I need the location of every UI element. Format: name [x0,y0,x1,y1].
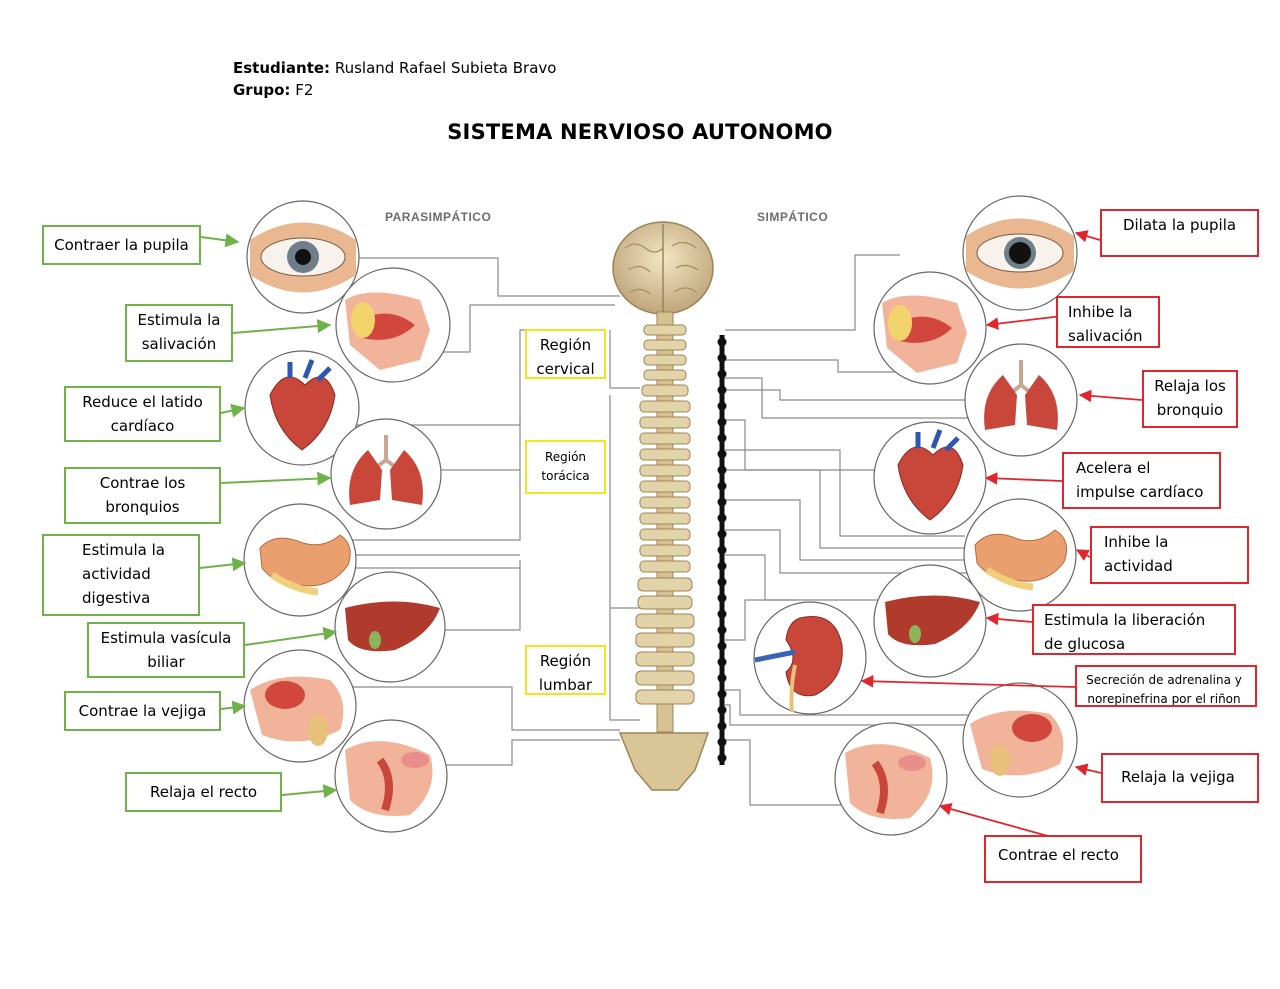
sympathetic-chain [717,335,727,765]
student-line: Estudiante: Rusland Rafael Subieta Bravo [233,59,556,77]
spine-icon [618,311,710,791]
liver-icon-parasympathetic [334,571,446,683]
student-name: Rusland Rafael Subieta Bravo [334,59,557,77]
label-accelerate-heartbeat: Acelera el impulse cardíaco [1062,452,1221,509]
label-adrenaline-secretion: Secreción de adrenalina y norepinefrina … [1075,665,1257,707]
salivary-head-icon-parasympathetic [335,267,451,383]
salivary-head-icon-sympathetic [873,271,987,385]
group-line: Grupo: F2 [233,81,313,99]
stomach-icon-parasympathetic [243,503,357,617]
label-inhibit-digestion: Inhibe la actividad digestiva [1090,526,1249,584]
label-stimulate-digestion: Estimula la actividad digestiva [42,534,200,616]
label-contract-rectum: Contrae el recto [984,835,1142,883]
group-label: Grupo: [233,81,291,99]
label-relax-rectum: Relaja el recto [125,772,282,812]
heart-icon-parasympathetic [244,350,360,466]
stomach-icon-sympathetic [963,498,1077,612]
label-contract-bladder: Contrae la vejiga [64,691,221,731]
rectum-icon-sympathetic [834,722,948,836]
label-relax-bronchi: Relaja los bronquio [1142,370,1238,428]
kidney-icon-sympathetic [753,601,867,715]
label-cervical-region: Región cervical [525,329,606,379]
rectum-icon-parasympathetic [334,719,448,833]
student-label: Estudiante: [233,59,331,77]
eye-icon-parasympathetic [246,200,360,314]
label-lumbar-region: Región lumbar [525,645,606,695]
group-value: F2 [295,81,314,99]
brain-icon [612,221,714,315]
label-stimulate-salivation: Estimula la salivación [125,304,233,362]
label-dilate-pupil: Dilata la pupila [1100,209,1259,257]
lungs-icon-sympathetic [964,343,1078,457]
label-thoracic-region: Región torácica [525,440,606,494]
label-reduce-heartbeat: Reduce el latido cardíaco [64,386,221,442]
sympathetic-heading: SIMPÁTICO [757,210,829,224]
liver-icon-sympathetic [873,564,987,678]
heart-icon-sympathetic [873,421,987,535]
sympathetic-arrows [860,230,1143,839]
parasympathetic-arrows [199,233,338,799]
eye-icon-sympathetic [962,195,1078,311]
label-inhibit-salivation: Inhibe la salivación [1056,296,1160,348]
label-contract-bronchi: Contrae los bronquios [64,467,221,524]
bladder-icon-parasympathetic [243,649,357,763]
bladder-icon-sympathetic [962,682,1078,798]
label-stimulate-gallbladder: Estimula vasícula biliar [87,622,245,678]
label-relax-bladder: Relaja la vejiga [1101,753,1259,803]
parasympathetic-heading: PARASIMPÁTICO [385,210,492,224]
page-title: SISTEMA NERVIOSO AUTONOMO [447,120,833,144]
label-contract-pupil: Contraer la pupila [42,225,201,265]
label-glucose-release: Estimula la liberación de glucosa [1032,604,1236,655]
lungs-icon-parasympathetic [330,418,442,530]
